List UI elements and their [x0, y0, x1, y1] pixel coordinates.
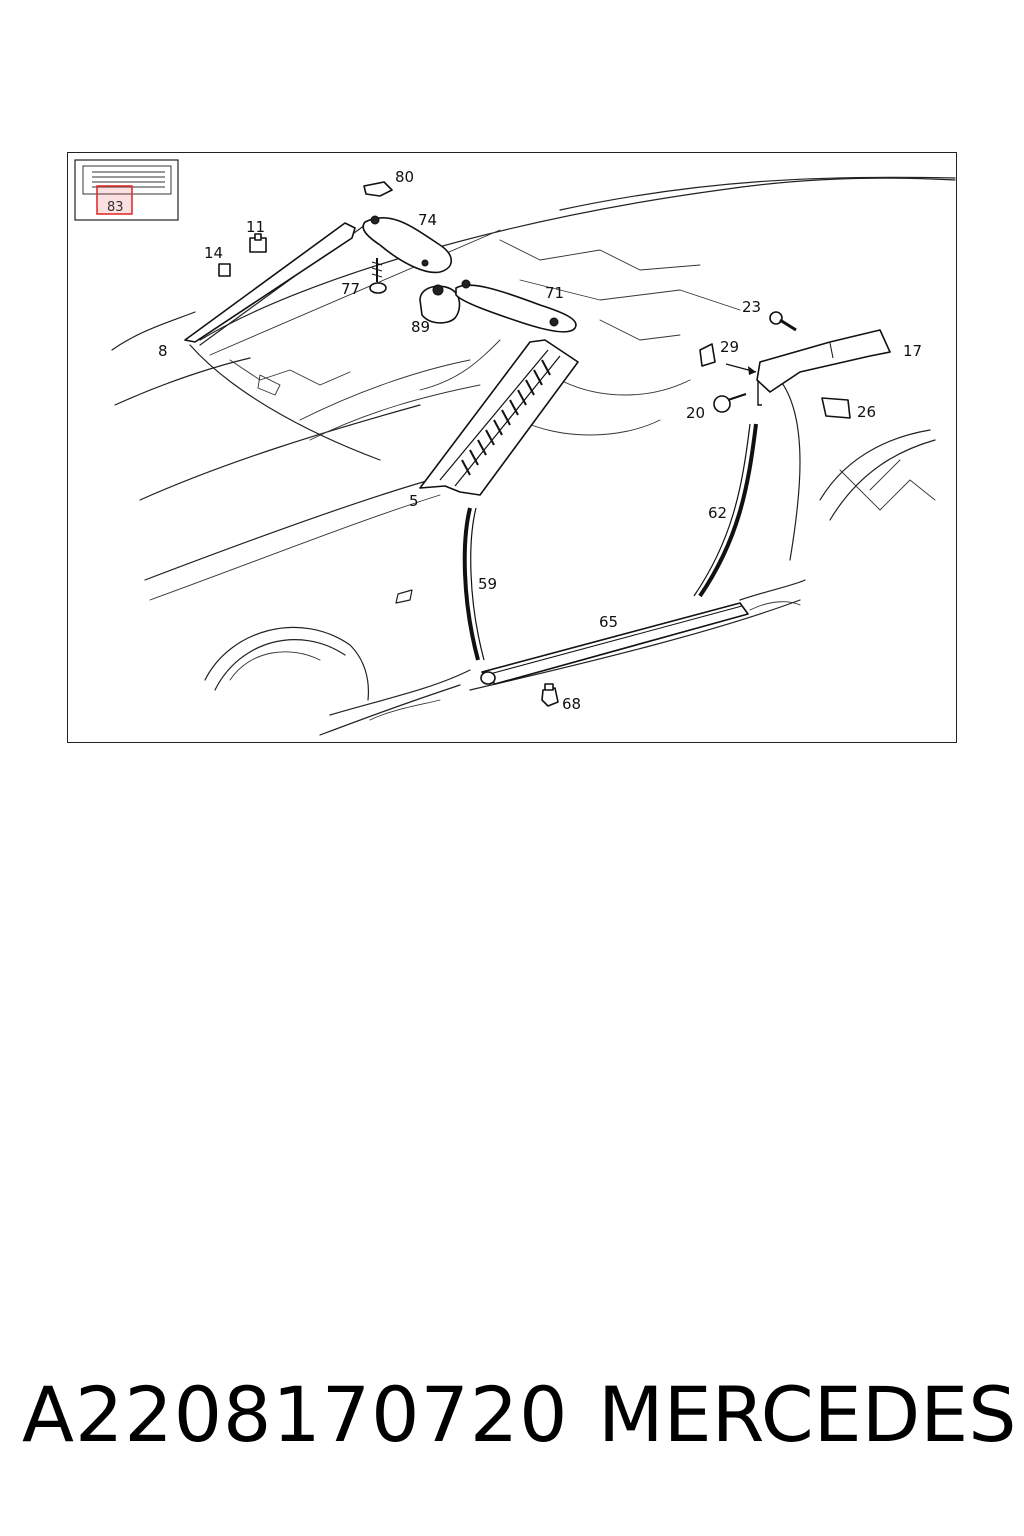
- part-74-sun-visor[interactable]: [362, 215, 453, 274]
- footer-caption: A2208170720 MERCEDES: [0, 1370, 1024, 1480]
- callout-5: 5: [409, 492, 419, 510]
- callout-68: 68: [562, 695, 581, 713]
- callout-26: 26: [857, 403, 876, 421]
- part-23-bolt[interactable]: [769, 311, 797, 332]
- callout-71: 71: [545, 284, 564, 302]
- callout-20: 20: [686, 404, 705, 422]
- arrow-head-icon: [748, 366, 756, 375]
- callout-11: 11: [246, 218, 265, 236]
- part-77-screw[interactable]: [369, 258, 387, 294]
- callout-74: 74: [418, 211, 437, 229]
- part-89-mirror[interactable]: [419, 284, 461, 324]
- part-14-clip[interactable]: [218, 263, 231, 277]
- callout-29: 29: [720, 338, 739, 356]
- callout-65: 65: [599, 613, 618, 631]
- part-11-clip[interactable]: [249, 233, 267, 253]
- part-71-sun-visor[interactable]: [455, 279, 577, 333]
- callout-17: 17: [903, 342, 922, 360]
- page-thumbnail[interactable]: 83: [74, 159, 179, 221]
- callout-80: 80: [395, 168, 414, 186]
- part-8-a-pillar-trim[interactable]: [184, 222, 356, 343]
- part-65-sill-trim[interactable]: [480, 602, 749, 685]
- part-68-clip[interactable]: [541, 683, 559, 707]
- callout-23: 23: [742, 298, 761, 316]
- part-80-clip[interactable]: [363, 181, 393, 197]
- callout-59: 59: [478, 575, 497, 593]
- callout-8: 8: [158, 342, 168, 360]
- car-body-outline: [111, 176, 956, 736]
- thumbnail-label: 83: [107, 200, 124, 215]
- brand-name: MERCEDES: [598, 1370, 1017, 1459]
- part-62-seal-strip[interactable]: [693, 423, 758, 598]
- part-5-cowl-panel[interactable]: [419, 339, 579, 496]
- callout-62: 62: [708, 504, 727, 522]
- part-29-bracket[interactable]: [699, 343, 716, 367]
- part-59-seal-strip[interactable]: [462, 507, 485, 661]
- part-17-rear-trim[interactable]: [756, 329, 891, 406]
- part-number: A2208170720: [22, 1370, 569, 1459]
- callout-14: 14: [204, 244, 223, 262]
- callout-77: 77: [341, 280, 360, 298]
- thumbnail-highlight: [96, 185, 133, 215]
- part-26-clip[interactable]: [821, 397, 851, 419]
- callout-89: 89: [411, 318, 430, 336]
- part-20-screw[interactable]: [713, 393, 747, 413]
